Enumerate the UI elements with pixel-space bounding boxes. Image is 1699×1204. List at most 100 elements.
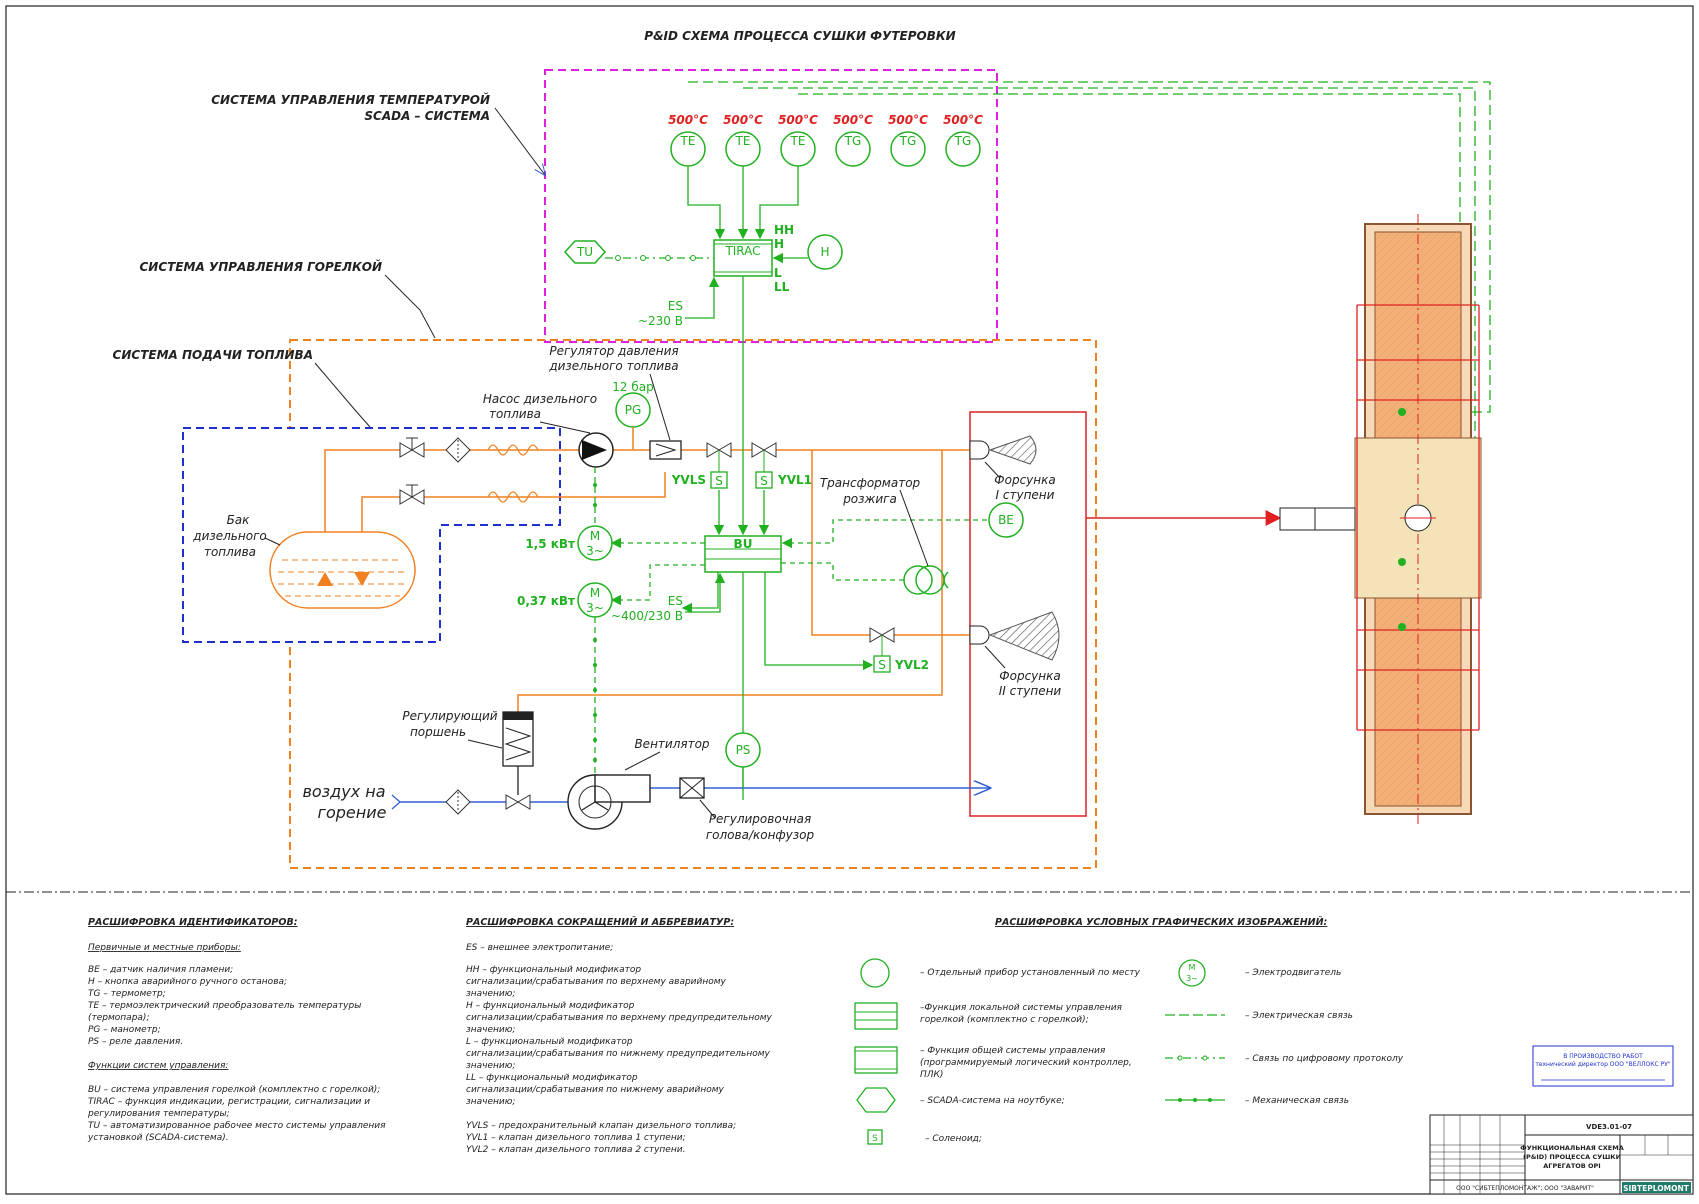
svg-text:– Электродвигатель: – Электродвигатель <box>1245 968 1341 978</box>
sensor-wiring <box>687 166 799 240</box>
diesel-tank[interactable] <box>269 531 416 609</box>
mod-l: L <box>774 266 782 280</box>
svg-text:Функции систем управления:: Функции систем управления: <box>88 1061 228 1071</box>
es-volt-1: ~230 В <box>638 314 683 328</box>
air-damper[interactable] <box>505 794 531 810</box>
sensor-tg-2[interactable]: 500°CTG <box>888 113 928 167</box>
leader-temp <box>494 107 545 175</box>
air-filter[interactable] <box>445 789 471 815</box>
scada-tu[interactable]: TU <box>563 240 607 264</box>
combustion-fan[interactable] <box>567 774 651 830</box>
return-valve[interactable] <box>399 484 425 505</box>
svg-text:TIRAC: TIRAC <box>724 244 760 258</box>
svg-text:АГРЕГАТОВ ОРI: АГРЕГАТОВ ОРI <box>1543 1162 1600 1170</box>
sheet-frame <box>5 5 1694 1195</box>
svg-text:3~: 3~ <box>1186 974 1198 983</box>
valve-yvl2[interactable]: S <box>869 627 895 673</box>
label-temp-control: СИСТЕМА УПРАВЛЕНИЯ ТЕМПЕРАТУРОЙ <box>211 92 490 107</box>
svg-text:M: M <box>590 586 600 600</box>
tank-label-3: топлива <box>204 545 256 559</box>
emergency-stop-h[interactable]: H <box>807 234 843 270</box>
motor-fan[interactable]: M 3~ <box>577 582 613 618</box>
flame-sensor-be[interactable]: BE <box>988 502 1024 538</box>
legend-scada-symbol <box>856 1087 896 1113</box>
nozzle-stage-2[interactable] <box>969 611 1060 661</box>
svg-text:500°C: 500°C <box>833 113 873 127</box>
motor2-power: 0,37 кВт <box>517 594 575 608</box>
sensor-tg-1[interactable]: 500°CTG <box>833 113 873 167</box>
nozzle1-label-2: I ступени <box>996 488 1055 502</box>
valve-yvl1[interactable]: S <box>751 442 777 489</box>
legend-local-symbol <box>854 1002 898 1030</box>
svg-text:SIBTEPLOMONT: SIBTEPLOMONT <box>1623 1184 1690 1193</box>
svg-text:500°C: 500°C <box>888 113 928 127</box>
nozzle1-leader <box>984 461 1001 479</box>
nozzle2-label-1: Форсунка <box>999 669 1060 683</box>
sensor-te-3[interactable]: 500°CTE <box>778 113 818 167</box>
svg-text:M: M <box>1189 963 1196 972</box>
motor-pump[interactable]: M 3~ <box>577 525 613 561</box>
bu-dashed-wiring <box>610 519 996 606</box>
diesel-pump[interactable] <box>578 432 614 468</box>
regulating-head[interactable] <box>679 777 705 799</box>
pump-label-1: Насос дизельного <box>483 392 597 406</box>
svg-text:горелкой (комплектно с горелко: горелкой (комплектно с горелкой); <box>920 1015 1089 1025</box>
legend-general-symbol <box>854 1046 898 1074</box>
svg-text:TG – термометр;: TG – термометр; <box>88 989 166 999</box>
svg-text:TE: TE <box>735 134 751 148</box>
svg-text:– Механическая связь: – Механическая связь <box>1245 1096 1349 1106</box>
burner-unit-bu[interactable]: BU <box>704 535 782 573</box>
svg-text:500°C: 500°C <box>778 113 818 127</box>
motor1-power: 1,5 кВт <box>525 537 575 551</box>
svg-text:S: S <box>760 474 768 488</box>
svg-text:3~: 3~ <box>586 601 604 615</box>
diagram-title: P&ID СХЕМА ПРОЦЕССА СУШКИ ФУТЕРОВКИ <box>644 29 955 43</box>
svg-text:PG – манометр;: PG – манометр; <box>88 1025 161 1035</box>
fan-leader <box>624 751 661 771</box>
return-hose <box>487 491 539 503</box>
mod-h: H <box>774 237 784 251</box>
sensor-te-2[interactable]: 500°C TE <box>723 113 763 167</box>
air-label-1: воздух на <box>302 782 385 801</box>
fan-label: Вентилятор <box>634 737 709 751</box>
sensor-te-1[interactable]: 500°CTE <box>668 113 708 167</box>
tirac-controller[interactable]: TIRAC <box>713 239 773 277</box>
nozzle-stage-1[interactable] <box>969 435 1037 465</box>
supply-filter[interactable] <box>445 437 471 463</box>
regulator-leader <box>649 373 671 441</box>
supply-valve[interactable] <box>399 437 425 458</box>
ignition-transformer[interactable] <box>903 565 949 595</box>
svg-text:S: S <box>872 1134 878 1144</box>
svg-text:значению;: значению; <box>466 1025 515 1035</box>
label-burner-control: СИСТЕМА УПРАВЛЕНИЯ ГОРЕЛКОЙ <box>140 259 383 274</box>
svg-text:HH – функциональный модификато: HH – функциональный модификатор <box>466 965 641 975</box>
regulating-piston[interactable] <box>502 711 534 767</box>
head-leader <box>699 799 716 819</box>
label-fuel-supply: СИСТЕМА ПОДАЧИ ТОПЛИВА <box>113 348 313 362</box>
pressure-switch-ps[interactable]: PS <box>725 732 761 768</box>
nozzle2-label-2: II ступени <box>999 684 1062 698</box>
piston-label-1: Регулирующий <box>402 709 497 723</box>
svg-text:S: S <box>878 658 886 672</box>
svg-text:сигнализации/срабатывания по в: сигнализации/срабатывания по верхнему ав… <box>466 977 727 987</box>
pressure-regulator[interactable] <box>649 440 682 460</box>
sensor-tg-3[interactable]: 500°CTG <box>943 113 983 167</box>
valve-yvls[interactable]: S <box>706 442 732 489</box>
svg-text:BU: BU <box>734 537 753 551</box>
pressure-gauge-pg[interactable]: PG <box>615 392 651 428</box>
air-label-2: горение <box>318 803 387 822</box>
pump-leader <box>539 421 591 434</box>
svg-text:РАСШИФРОВКА ИДЕНТИФИКАТОРОВ:: РАСШИФРОВКА ИДЕНТИФИКАТОРОВ: <box>88 917 298 928</box>
svg-text:500°C: 500°C <box>723 113 763 127</box>
svg-text:–Функция локальной системы упр: –Функция локальной системы управления <box>920 1003 1123 1013</box>
svg-text:– Связь по цифровому протоколу: – Связь по цифровому протоколу <box>1245 1054 1404 1064</box>
svg-text:500°C: 500°C <box>943 113 983 127</box>
svg-text:ООО "СИБТЕПЛОМОНТАЖ"; ООО "ЗАВ: ООО "СИБТЕПЛОМОНТАЖ"; ООО "ЗАВАРИТ" <box>1456 1185 1594 1192</box>
svg-text:TU – автоматизированное рабоче: TU – автоматизированное рабочее место си… <box>88 1121 386 1131</box>
svg-text:S: S <box>715 474 723 488</box>
svg-text:сигнализации/срабатывания по н: сигнализации/срабатывания по нижнему пре… <box>466 1049 770 1059</box>
es-feed-1 <box>685 276 720 319</box>
legend-motor-symbol <box>1178 959 1206 987</box>
